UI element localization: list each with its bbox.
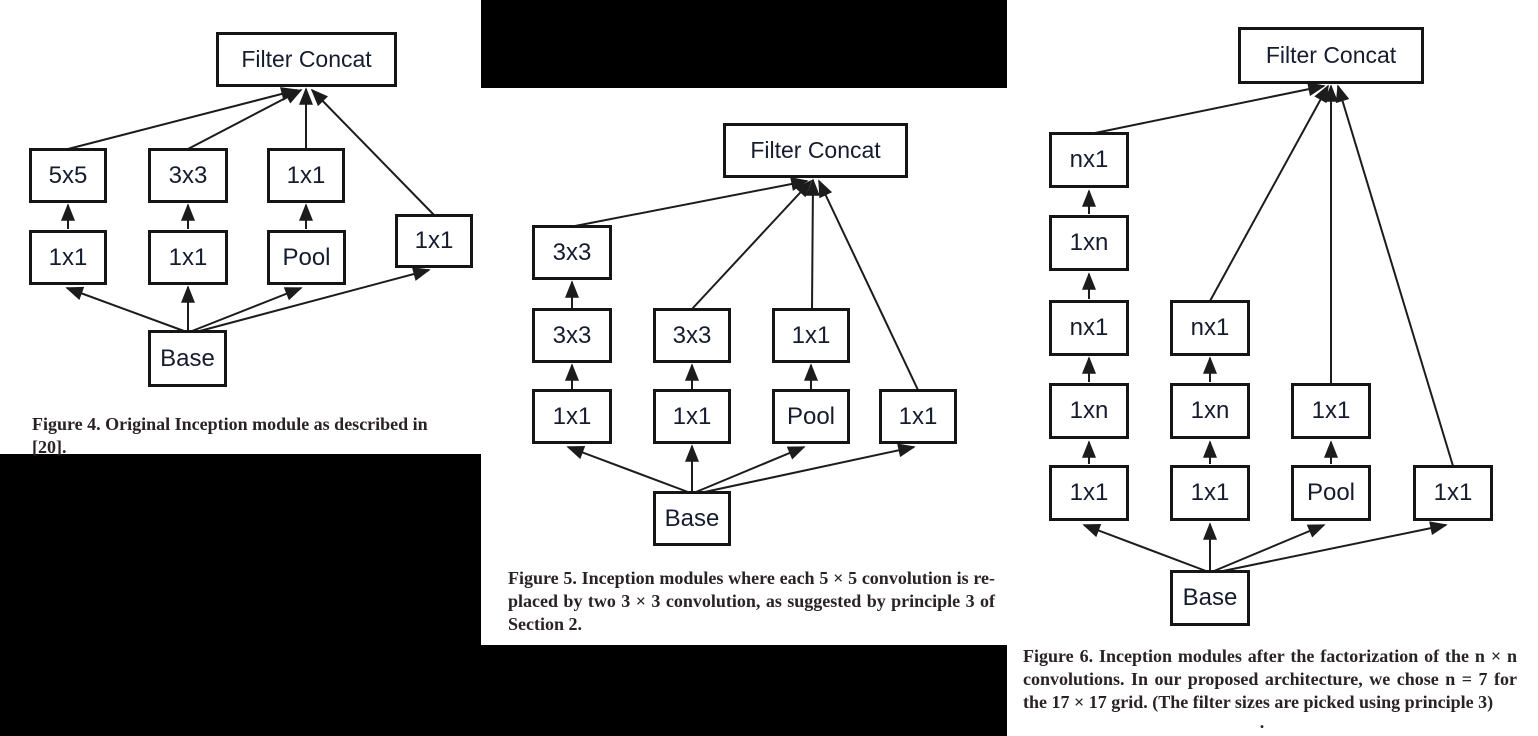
node-conv-1xn: 1xn [1170, 383, 1250, 439]
node-conv-1xn: 1xn [1049, 215, 1129, 271]
node-conv-1x1: 1x1 [653, 389, 731, 444]
caption-line: Figure 4. Original Inception module as d… [32, 414, 428, 457]
caption-line: convolutions. In our proposed architectu… [1023, 669, 1517, 689]
node-conv-1x1: 1x1 [395, 214, 473, 268]
node-conv-1x1: 1x1 [1049, 465, 1129, 521]
node-conv-nx1: nx1 [1170, 300, 1250, 356]
node-conv-5x5: 5x5 [29, 148, 107, 203]
figure5-connectors [565, 177, 919, 494]
node-conv-3x3: 3x3 [148, 148, 228, 203]
node-conv-3x3: 3x3 [532, 308, 612, 363]
figure5-panel: Filter Concat 3x3 3x3 3x3 1x1 1x1 1x1 Po… [481, 88, 1007, 645]
node-base: Base [148, 330, 227, 387]
node-conv-1x1: 1x1 [1170, 465, 1250, 521]
node-conv-nx1: nx1 [1049, 300, 1129, 356]
node-conv-3x3: 3x3 [532, 225, 612, 280]
node-base: Base [653, 491, 731, 546]
node-pool: Pool [772, 389, 850, 444]
node-conv-1x1: 1x1 [29, 230, 107, 285]
node-conv-1x1: 1x1 [1291, 383, 1371, 439]
node-conv-1x1: 1x1 [1413, 465, 1493, 521]
figure6-caption: Figure 6. Inception modules after the fa… [1023, 645, 1517, 714]
caption-line: Section 2. [508, 614, 582, 634]
node-conv-1x1: 1x1 [879, 389, 957, 444]
node-pool: Pool [1291, 465, 1371, 521]
figure4-caption: Figure 4. Original Inception module as d… [32, 413, 462, 459]
caption-line: Figure 5. Inception modules where each 5… [508, 568, 995, 588]
node-pool: Pool [267, 230, 346, 285]
figure4-panel: Filter Concat 5x5 3x3 1x1 1x1 1x1 Pool 1… [0, 0, 481, 457]
figure4-connectors [61, 87, 435, 333]
node-base: Base [1170, 570, 1250, 626]
caption-trailing-period: . [1259, 712, 1265, 732]
caption-line: the 17 × 17 grid. (The filter sizes are … [1023, 692, 1494, 712]
node-conv-1x1: 1x1 [532, 389, 612, 444]
node-conv-3x3: 3x3 [653, 308, 731, 363]
figure6-connectors [1082, 82, 1454, 573]
node-filter-concat: Filter Concat [723, 123, 908, 178]
figure5-caption: Figure 5. Inception modules where each 5… [508, 567, 995, 636]
node-conv-1x1: 1x1 [267, 148, 345, 203]
node-conv-1xn: 1xn [1049, 383, 1129, 439]
node-filter-concat: Filter Concat [216, 32, 397, 87]
caption-line: Figure 6. Inception modules after the fa… [1023, 646, 1517, 666]
node-conv-1x1: 1x1 [148, 230, 228, 285]
node-conv-1x1: 1x1 [772, 308, 850, 363]
node-filter-concat: Filter Concat [1238, 27, 1424, 84]
caption-line: placed by two 3 × 3 convolution, as sugg… [508, 591, 995, 611]
figure6-panel: Filter Concat nx1 1xn nx1 1xn 1x1 nx1 1x… [1007, 0, 1538, 736]
node-conv-nx1: nx1 [1049, 132, 1129, 188]
